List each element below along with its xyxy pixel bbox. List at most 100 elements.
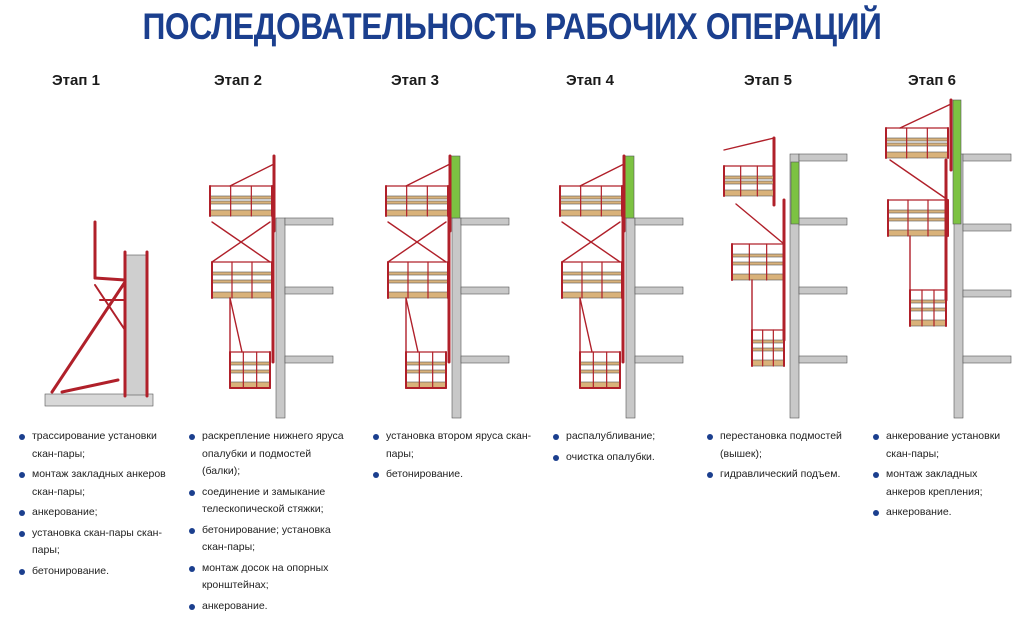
stage5-low-platform-rail (751, 339, 785, 344)
stage1-brace (60, 378, 120, 394)
stage4-hanger (579, 297, 593, 353)
stage4-top-platform-rail (559, 195, 623, 200)
stage-2-label: Этап 2 (214, 72, 262, 89)
formwork-illustrations (44, 98, 1012, 419)
stage6-low-platform-plank (909, 319, 947, 327)
stage5-mid-platform-plank (731, 273, 785, 281)
stage3-wall (451, 217, 462, 419)
stage4-mid-platform-plank (561, 291, 623, 299)
stage5-diag (723, 137, 775, 151)
stage6-low-platform-rail (909, 299, 947, 304)
step-item: монтаж закладных анкеров крепления; (872, 466, 1018, 501)
stage2-diag (229, 163, 275, 187)
stage2-mid-platform-rail (211, 271, 273, 276)
stage5-top-platform-plank (723, 189, 775, 197)
stage5-top-platform-rail (723, 180, 775, 185)
stage3-mid-platform-rail (387, 271, 449, 276)
stage3-hanger (405, 297, 419, 353)
step-item: перестановка подмостей (вышек); (706, 428, 866, 463)
stage6-fresh-concrete (952, 99, 962, 225)
stage2-low-platform-rail (229, 361, 271, 366)
stage4-top-platform-rail (559, 200, 623, 205)
stage1-bracket (93, 276, 127, 282)
stage2-mid-platform-plank (211, 291, 273, 299)
stage5-wall (789, 153, 800, 419)
stage-6-steps: анкерование установки скан-пары; монтаж … (872, 428, 1018, 525)
step-item: монтаж закладных анкеров скан-пары; (18, 466, 178, 501)
stage4-low-platform-rail (579, 361, 621, 366)
step-item: бетонирование. (18, 563, 178, 581)
stage3-top-platform-plank (385, 209, 449, 217)
diagram-title: ПОСЛЕДОВАТЕЛЬНОСТЬ РАБОЧИХ ОПЕРАЦИЙ (142, 6, 882, 47)
stage3-slab (460, 286, 510, 295)
stage4-diag (561, 221, 621, 263)
stage5-low-platform-plank (751, 359, 785, 367)
step-item: гидравлический подъем. (706, 466, 866, 484)
stage2-top-platform-rail (209, 200, 273, 205)
stage6-slab (962, 355, 1012, 364)
step-item: соединение и замыкание телескопической с… (188, 484, 348, 519)
stage2-hanger (229, 297, 243, 353)
stage3-low-platform-rail (405, 369, 447, 374)
stage-1-steps: трассирование установки скан-пары; монта… (18, 428, 178, 583)
stage2-diag (211, 221, 271, 263)
stage5-slab (798, 355, 848, 364)
stage2-wall (275, 217, 286, 419)
stage3-slab (460, 217, 510, 226)
stage5-slab (798, 153, 848, 162)
stage-5-steps: перестановка подмостей (вышек); гидравли… (706, 428, 866, 487)
stage4-mid-platform-rail (561, 271, 623, 276)
stage2-slab (284, 217, 334, 226)
stage4-top-platform-plank (559, 209, 623, 217)
step-item: бетонирование; установка скан-пары; (188, 522, 348, 557)
stage6-top-platform-plank (885, 151, 949, 159)
stage3-mid-platform-rail (387, 279, 449, 284)
stage1-brace (50, 280, 127, 394)
step-item: раскрепление нижнего яруса опалубки и по… (188, 428, 348, 481)
stage5-slab (798, 217, 848, 226)
stage6-mid-platform-plank (887, 229, 949, 237)
stage6-top-platform-rail (885, 137, 949, 142)
stage5-slab (798, 286, 848, 295)
stage4-fresh-concrete (624, 155, 635, 219)
stage3-top-platform-rail (385, 195, 449, 200)
stage5-low-platform-rail (751, 347, 785, 352)
stage-4-label: Этап 4 (566, 72, 614, 89)
stage5-mid-platform-rail (731, 253, 785, 258)
stage-6-label: Этап 6 (908, 72, 956, 89)
step-item: анкерование. (872, 504, 1018, 522)
stage6-slab (962, 153, 1012, 162)
step-item: бетонирование. (372, 466, 532, 484)
stage1-strut (94, 284, 126, 331)
stage2-slab (284, 355, 334, 364)
stage6-slab (962, 289, 1012, 298)
stage2-top-platform-rail (209, 195, 273, 200)
stage3-fresh-concrete (450, 155, 461, 219)
stage2-slab (284, 286, 334, 295)
stage5-diag (735, 203, 785, 245)
step-item: трассирование установки скан-пары; (18, 428, 178, 463)
stage3-top-platform-rail (385, 200, 449, 205)
stage-3-steps: установка втором яруса скан-пары; бетони… (372, 428, 532, 487)
step-item: монтаж досок на опорных кронштейнах; (188, 560, 348, 595)
stage2-top-platform-plank (209, 209, 273, 217)
stage2-mid-platform-rail (211, 279, 273, 284)
step-item: распалубливание; (552, 428, 712, 446)
stage3-low-platform-rail (405, 361, 447, 366)
stage1-wall (125, 254, 147, 396)
stage6-diag (889, 159, 949, 201)
ground-slab (44, 393, 154, 407)
stage4-mid-platform-rail (561, 279, 623, 284)
stage4-slab (634, 286, 684, 295)
stage6-mid-platform-rail (887, 209, 949, 214)
stage2-low-platform-rail (229, 369, 271, 374)
stage4-diag (579, 163, 625, 187)
stage6-diag (899, 103, 952, 129)
step-item: анкерование. (188, 598, 348, 616)
stage4-slab (634, 355, 684, 364)
stage3-diag (405, 163, 451, 187)
stage3-slab (460, 355, 510, 364)
stage-2-steps: раскрепление нижнего яруса опалубки и по… (188, 428, 348, 618)
stage4-slab (634, 217, 684, 226)
step-item: очистка опалубки. (552, 449, 712, 467)
